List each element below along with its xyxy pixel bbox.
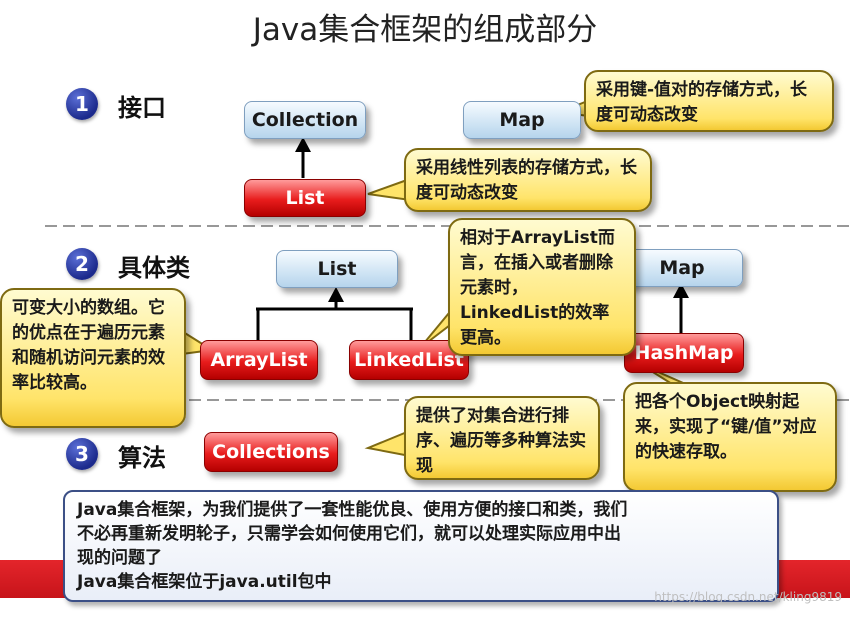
inherit-arrow-3	[673, 283, 689, 298]
section-2-badge: 2	[66, 248, 98, 280]
section-3-badge: 3	[66, 438, 98, 470]
section-2-label: 具体类	[118, 254, 190, 282]
watermark: https://blog.csdn.net/kling9819	[654, 590, 842, 604]
summary-line-2: 不必再重新发明轮子，只需学会如何使用它们，就可以处理实际应用中出	[77, 524, 621, 544]
collections-note-callout: 提供了对集合进行排序、遍历等多种算法实现	[404, 396, 600, 480]
inherit-arrow-2	[328, 287, 344, 302]
summary-line-3: 现的问题了	[77, 548, 162, 568]
diagram-title: Java集合框架的组成部分	[252, 12, 598, 48]
section-3-label: 算法	[118, 444, 166, 472]
list-interface-box: List	[244, 179, 366, 217]
map-interface-box: Map	[463, 101, 581, 139]
summary-line-4: Java集合框架位于java.util包中	[77, 572, 332, 592]
section-1-badge: 1	[66, 88, 98, 120]
list-class-box: List	[276, 250, 398, 288]
summary-box: Java集合框架，为我们提供了一套性能优良、使用方便的接口和类，我们 不必再重新…	[63, 490, 779, 602]
hashmap-box: HashMap	[624, 333, 744, 373]
map-note-callout: 采用键-值对的存储方式，长度可动态改变	[584, 70, 834, 132]
linkedlist-note-callout: 相对于ArrayList而言，在插入或者删除元素时，LinkedList的效率更…	[448, 218, 636, 356]
arraylist-note-callout: 可变大小的数组。它的优点在于遍历元素和随机访问元素的效率比较高。	[0, 288, 186, 428]
map-class-box: Map	[621, 249, 743, 287]
collection-interface-box: Collection	[244, 101, 366, 139]
arraylist-box: ArrayList	[200, 340, 318, 380]
collections-box: Collections	[204, 432, 338, 472]
inherit-arrow-1	[295, 137, 311, 152]
hashmap-note-callout: 把各个Object映射起来，实现了“键/值”对应的快速存取。	[623, 382, 837, 492]
section-1-label: 接口	[118, 94, 166, 122]
list-note-callout: 采用线性列表的存储方式，长度可动态改变	[404, 148, 652, 212]
summary-line-1: Java集合框架，为我们提供了一套性能优良、使用方便的接口和类，我们	[77, 500, 628, 520]
